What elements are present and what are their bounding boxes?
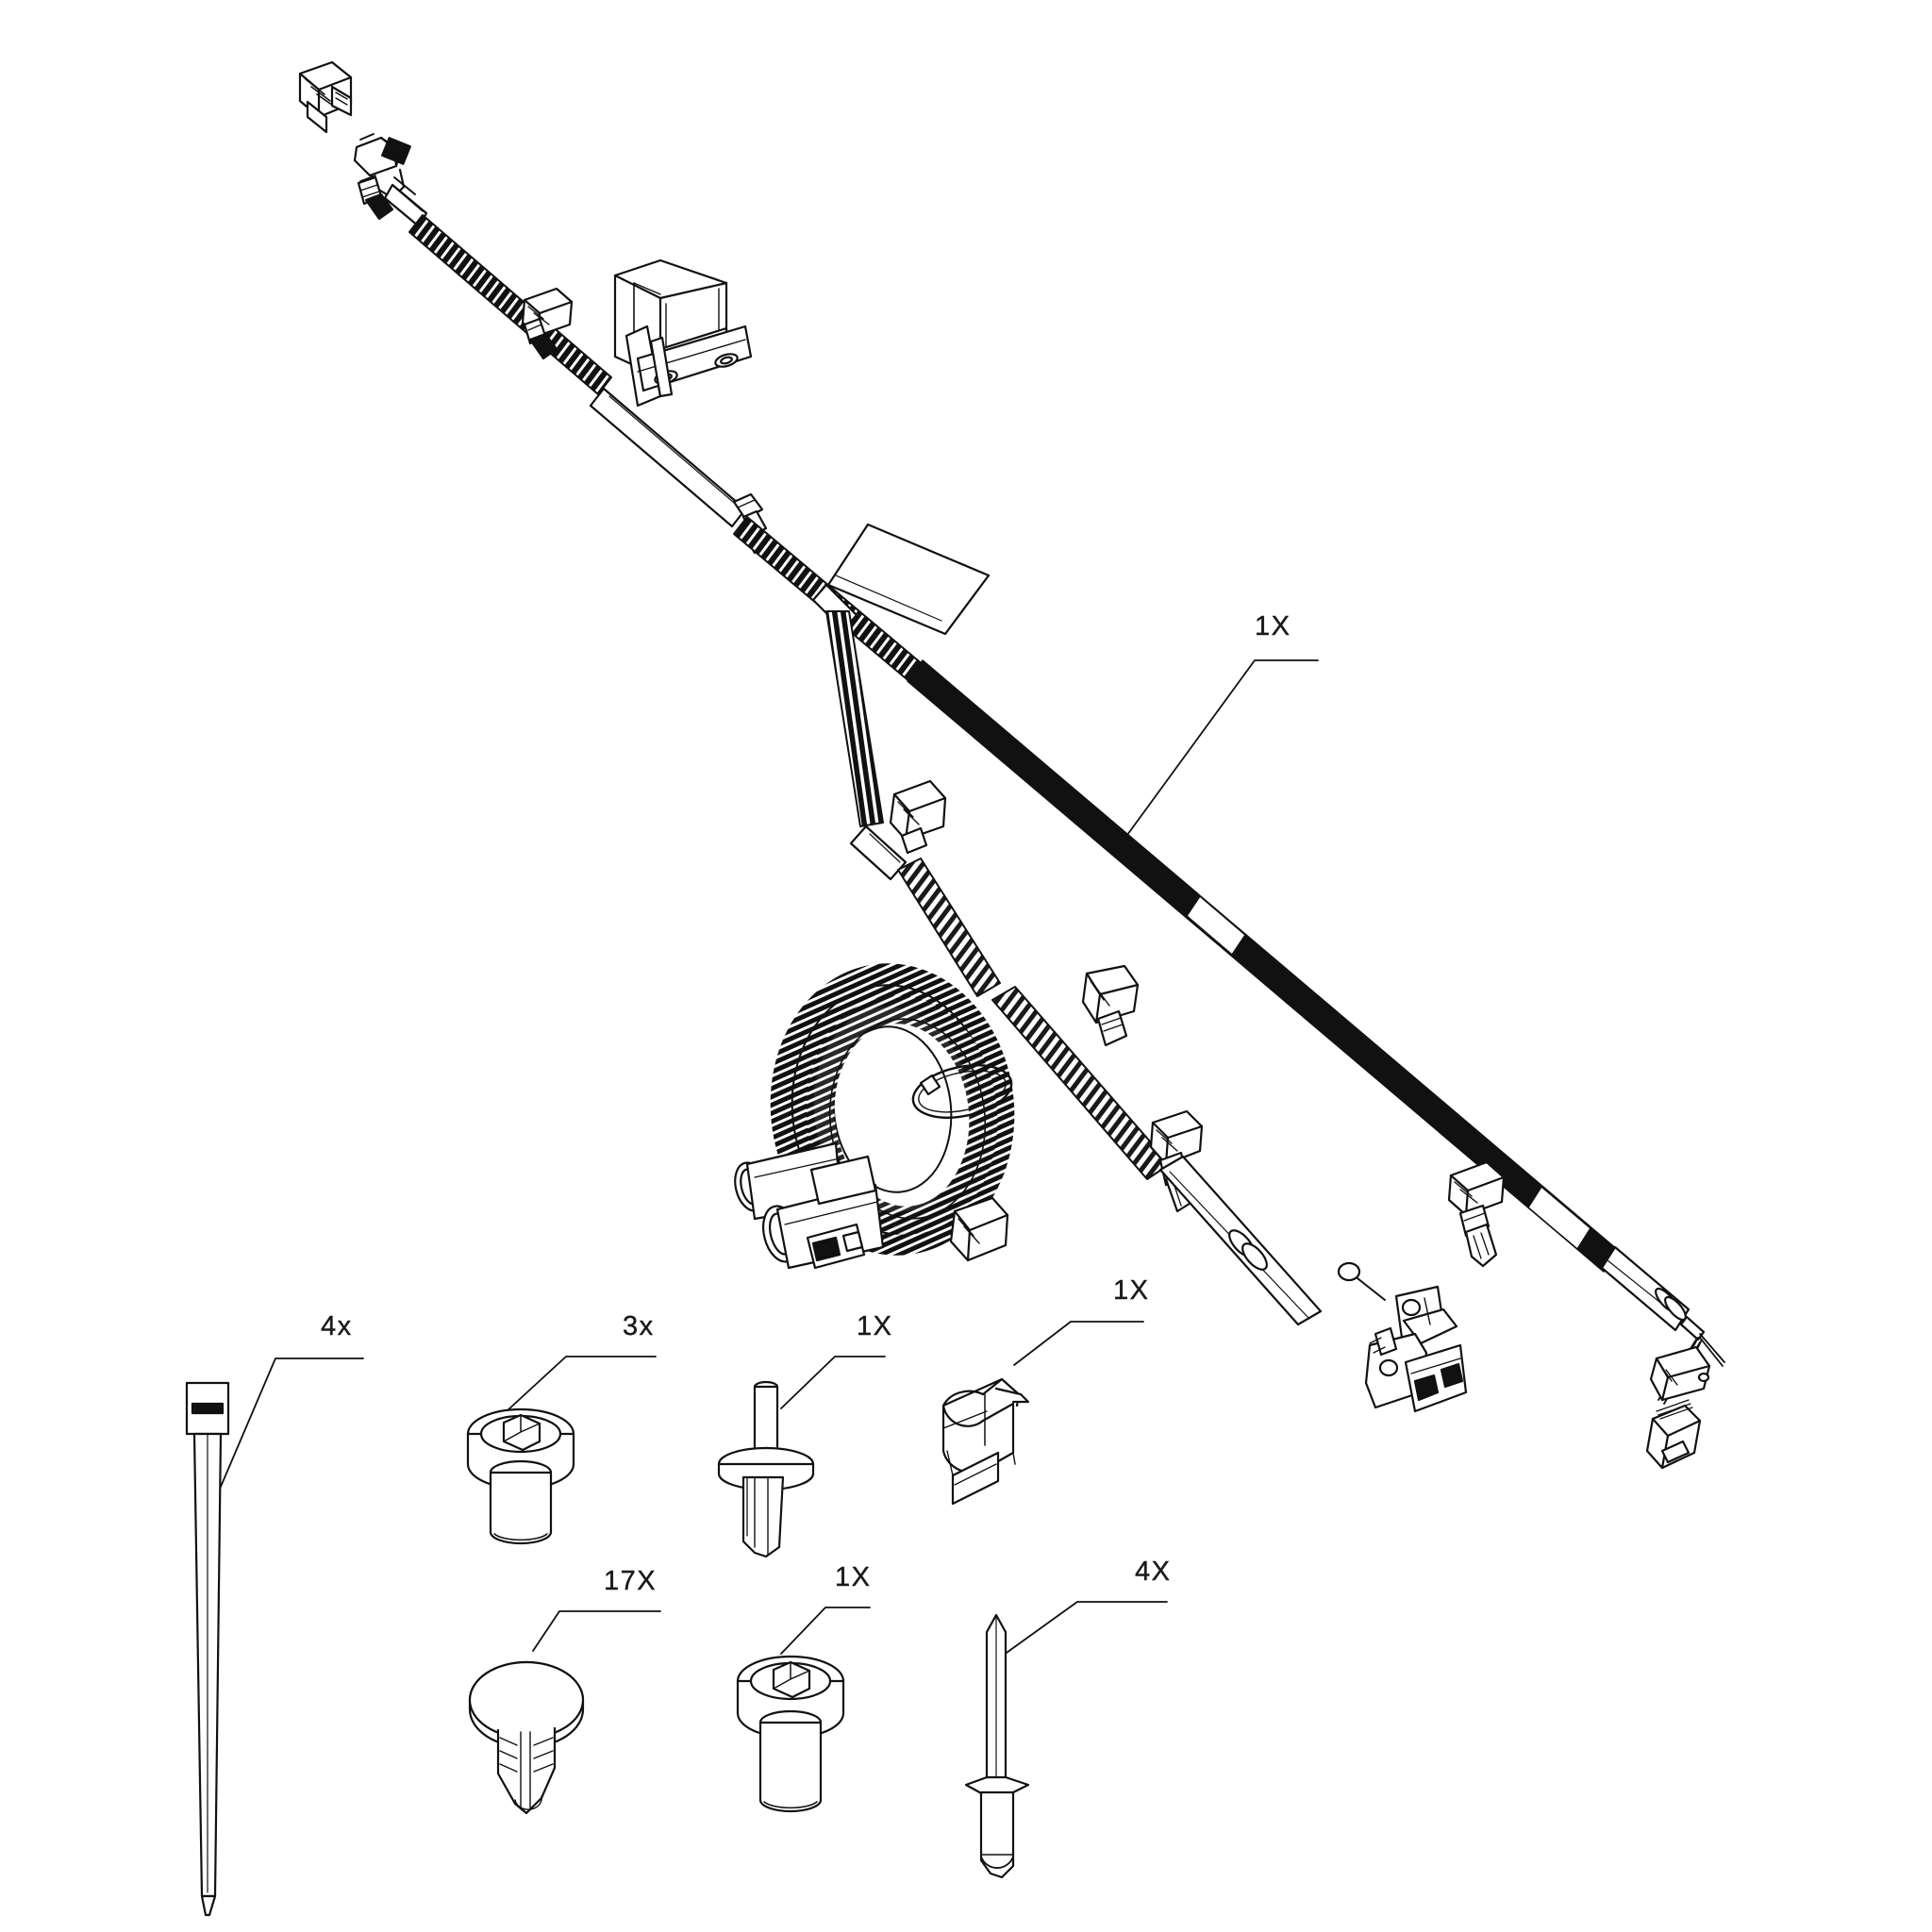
main-harness-run: 1 2 3 <box>298 60 1725 1470</box>
quantity-label-mushroom-clip: 17X <box>604 1566 658 1596</box>
mounting-bracket <box>625 325 753 408</box>
branch-harness <box>734 583 1468 1413</box>
part-socket-bolt-short <box>466 1407 575 1545</box>
part-conduit-clip <box>941 1377 1030 1506</box>
leader-lines <box>214 659 1319 1663</box>
identification-tag <box>826 523 991 636</box>
branch-conduit-lower <box>897 858 1001 997</box>
leader-main-assembly <box>1126 659 1319 836</box>
push-pin-clip-right <box>1447 1160 1506 1268</box>
part-socket-bolt-tall <box>736 1655 845 1813</box>
leader-mushroom-clip <box>532 1610 661 1652</box>
harness-end-connector <box>353 133 416 221</box>
quantity-label-push-rivet-pin: 1X <box>857 1311 893 1341</box>
branch-connector-left <box>889 779 947 855</box>
part-push-rivet-pin <box>717 1380 815 1558</box>
quantity-label-cable-tie: 4x <box>321 1311 353 1341</box>
harness-smooth-section-1 <box>589 387 747 528</box>
quantity-label-pop-rivet: 4X <box>1135 1557 1172 1587</box>
split-connector-lower <box>1645 1399 1702 1470</box>
branch-conduit-vertical <box>825 610 884 827</box>
branch-conduit-to-right <box>991 986 1171 1180</box>
quantity-label-socket-bolt-tall: 1X <box>835 1562 872 1592</box>
part-cable-tie <box>185 1381 230 1917</box>
leader-socket-bolt-tall <box>780 1607 871 1655</box>
quantity-label-conduit-clip: 1X <box>1113 1275 1150 1306</box>
leader-conduit-clip <box>1013 1321 1144 1366</box>
harness-tail-right <box>1600 1245 1725 1470</box>
round-connector-pair <box>734 1141 885 1270</box>
leader-socket-bolt-short <box>507 1356 657 1411</box>
conduit-clip-upper <box>521 287 574 360</box>
branch-connector-bottom <box>949 1196 1009 1262</box>
main-conduit-long-run <box>907 659 1620 1273</box>
split-connector-upper <box>1649 1345 1711 1402</box>
dual-connector-block <box>1337 1261 1468 1413</box>
leader-pop-rivet <box>992 1601 1168 1663</box>
quantity-label-socket-bolt-short: 3x <box>623 1311 655 1341</box>
branch-connector-right <box>1081 964 1140 1047</box>
quantity-label-main-assembly: 1X <box>1255 611 1291 641</box>
part-pop-rivet <box>964 1613 1030 1879</box>
loose-connector-plug <box>298 60 353 134</box>
part-mushroom-clip <box>468 1660 585 1815</box>
coil-cable-tie <box>911 1064 1013 1119</box>
leader-push-rivet-pin <box>780 1356 886 1409</box>
leader-cable-tie <box>214 1357 364 1501</box>
conduit-loop-coil <box>770 963 1015 1256</box>
corrugated-conduit-upper <box>408 214 612 395</box>
